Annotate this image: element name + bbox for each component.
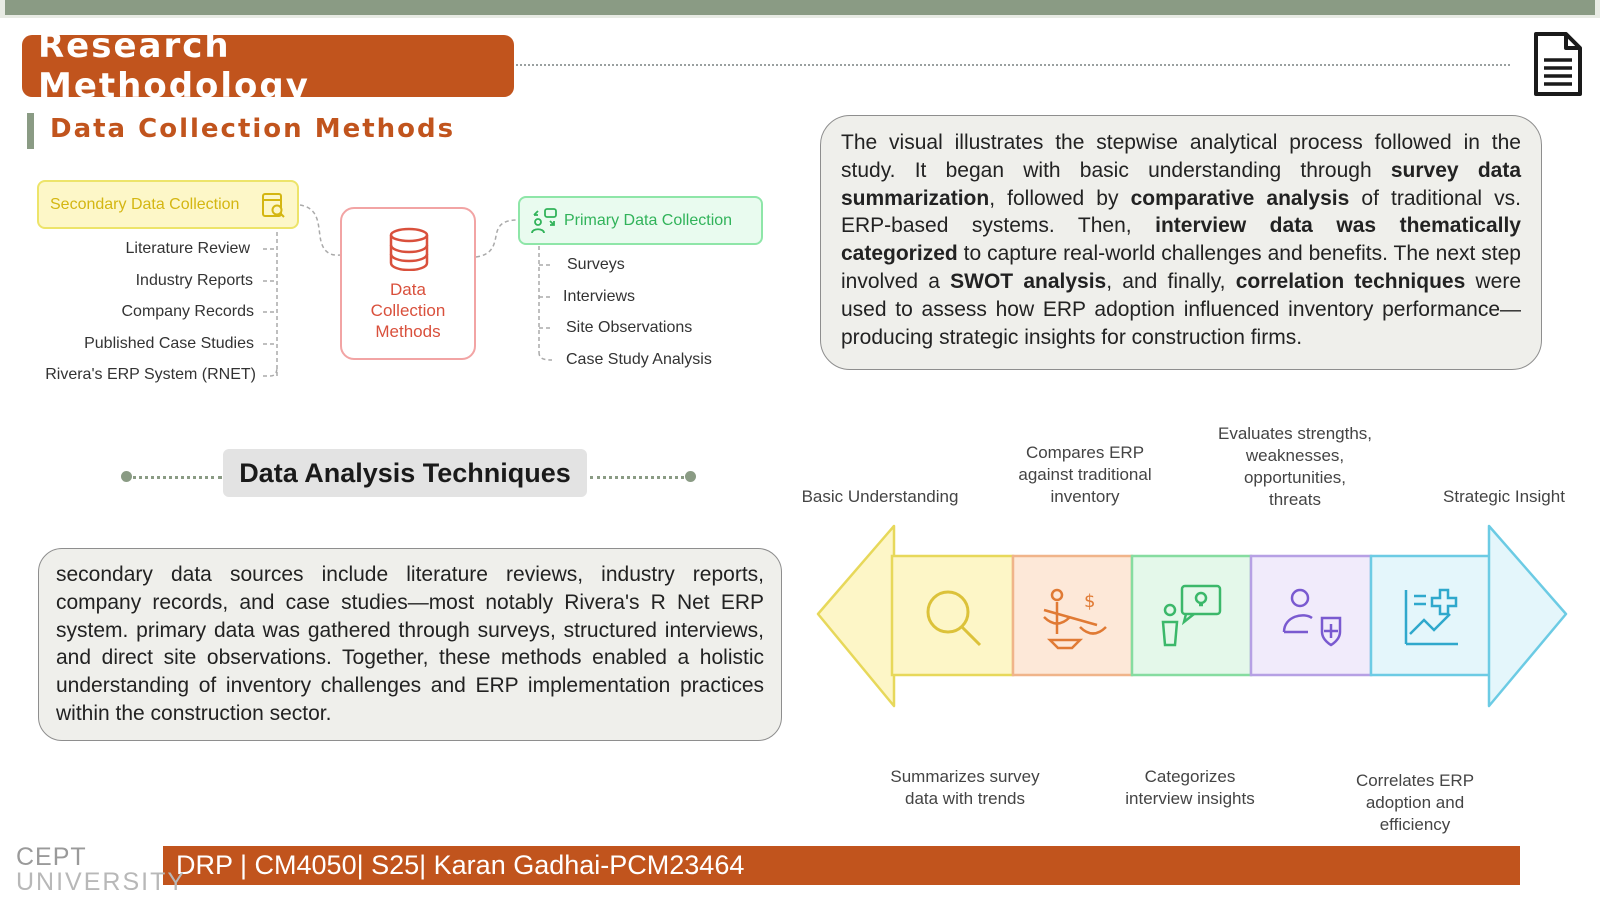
end-arrowhead xyxy=(1487,524,1568,708)
data-collection-hub: Data Collection Methods xyxy=(340,207,476,360)
secondary-data-label: Secondary Data Collection xyxy=(50,195,240,213)
description-emphasis: SWOT analysis xyxy=(950,269,1107,293)
description-text: were used to assess how ERP adoption inf… xyxy=(841,269,1522,349)
heading-dot-right xyxy=(685,471,696,482)
primary-item: Site Observations xyxy=(566,319,693,336)
magnifier-icon xyxy=(926,590,982,647)
heading-line-left xyxy=(126,476,222,479)
secondary-item: Company Records xyxy=(121,303,255,320)
description-emphasis: interview data was thematically categori… xyxy=(841,214,1521,266)
description-text: The visual illustrates the stepwise anal… xyxy=(841,131,1521,182)
step-orange xyxy=(1011,554,1134,677)
flow-end-label: Strategic Insight xyxy=(1443,487,1565,506)
subtitle-accent-bar xyxy=(27,113,34,149)
section-subtitle: Data Collection Methods xyxy=(50,114,456,144)
analysis-summary: secondary data sources include literatur… xyxy=(38,548,782,741)
people-exchange-icon xyxy=(531,208,557,234)
title-banner: Research Methodology xyxy=(22,26,514,106)
university-logo-line2: UNIVERSITY xyxy=(16,868,187,896)
user-shield-icon xyxy=(1282,588,1342,647)
description-emphasis: correlation techniques xyxy=(1235,269,1466,293)
description-emphasis: survey data summarization xyxy=(841,158,1522,210)
primary-item: Case Study Analysis xyxy=(566,351,712,368)
footer-bar: DRP | CM4050| S25| Karan Gadhai-PCM23464 xyxy=(163,846,1520,885)
secondary-data-box: Secondary Data Collection xyxy=(37,180,299,229)
scales-icon: $ xyxy=(1043,588,1107,650)
flow-top-label: Evaluates strengths, weaknesses, opportu… xyxy=(1217,424,1373,509)
analysis-heading: Data Analysis Techniques xyxy=(223,449,587,497)
description-text: to capture real-world challenges and ben… xyxy=(841,242,1521,293)
flow-bottom-label: Correlates ERP adoption and efficiency xyxy=(1355,771,1475,834)
primary-data-label: Primary Data Collection xyxy=(564,211,733,229)
step-green xyxy=(1130,554,1253,677)
flow-top-label: Compares ERP against traditional invento… xyxy=(1018,443,1152,506)
flow-bottom-label: Categorizes interview insights xyxy=(1125,767,1255,808)
secondary-item: Rivera's ERP System (RNET) xyxy=(45,366,256,383)
database-icon xyxy=(389,227,429,271)
primary-item: Interviews xyxy=(563,288,636,305)
university-logo-line1: CEPT xyxy=(16,843,87,871)
document-icon xyxy=(1534,32,1582,96)
step-yellow xyxy=(890,554,1015,677)
hub-label: Data Collection Methods xyxy=(370,280,446,341)
description-text: , followed by xyxy=(989,186,1131,210)
start-arrowhead xyxy=(816,524,896,708)
page-title: Research Methodology xyxy=(38,26,310,106)
step-blue xyxy=(1369,554,1493,677)
process-description: The visual illustrates the stepwise anal… xyxy=(820,115,1542,370)
flow-bottom-label: Summarizes survey data with trends xyxy=(890,767,1040,808)
title-divider xyxy=(516,64,1510,66)
footer-text: DRP | CM4050| S25| Karan Gadhai-PCM23464 xyxy=(176,850,745,880)
idea-person-icon xyxy=(1161,584,1222,647)
secondary-item: Published Case Studies xyxy=(84,335,254,352)
step-purple xyxy=(1249,554,1373,677)
top-bar-fill xyxy=(5,0,1595,15)
flow-start-label: Basic Understanding xyxy=(801,487,959,506)
svg-text:$: $ xyxy=(1084,591,1095,612)
secondary-item: Industry Reports xyxy=(135,272,253,289)
description-text: , and finally, xyxy=(1106,269,1236,293)
secondary-item: Literature Review xyxy=(125,240,251,257)
primary-item: Surveys xyxy=(567,256,625,273)
document-search-icon xyxy=(262,193,285,218)
description-text: of traditional vs. ERP-based systems. Th… xyxy=(841,186,1521,238)
heading-line-right xyxy=(590,476,690,479)
top-bar xyxy=(0,0,1600,18)
chart-plus-icon xyxy=(1404,588,1458,646)
description-emphasis: comparative analysis xyxy=(1130,186,1350,210)
primary-data-box: Primary Data Collection xyxy=(518,196,763,245)
